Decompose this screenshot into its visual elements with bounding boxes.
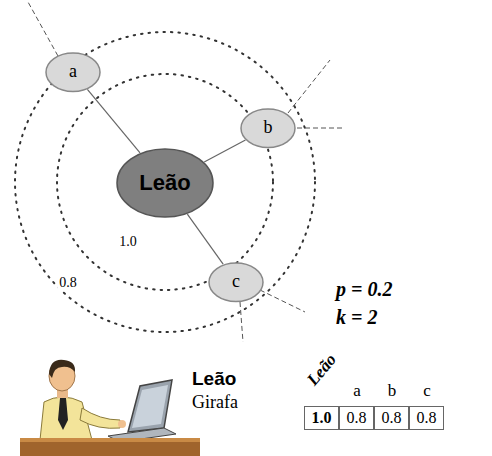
- table-header: Leão: [303, 350, 341, 390]
- neighbor-node: c: [208, 262, 264, 302]
- table-cell: 1.0: [304, 406, 339, 430]
- ellipse-shape: [241, 109, 295, 147]
- neighbor-node: a: [45, 52, 101, 92]
- table-cell: 0.8: [374, 406, 409, 430]
- dashed-link: [297, 128, 345, 129]
- desk-edge: [20, 438, 200, 442]
- dashed-link: [240, 302, 243, 342]
- laptop-display: [132, 385, 168, 428]
- link-line: [87, 89, 140, 153]
- parameter: k = 2: [336, 306, 377, 329]
- node-label: c: [232, 271, 240, 292]
- node-label: Leão: [139, 170, 190, 196]
- dashed-link: [260, 290, 305, 312]
- table-cell: 0.8: [339, 406, 374, 430]
- query-term: Leão: [192, 368, 236, 390]
- hand: [118, 420, 126, 428]
- table-header: c: [423, 381, 431, 401]
- similarity-ring-outer: [15, 32, 315, 332]
- parameter: p = 0.2: [336, 278, 392, 301]
- ring-value: 1.0: [117, 234, 139, 250]
- dashed-link: [288, 60, 330, 113]
- ellipse-shape: [117, 149, 213, 217]
- hair: [49, 360, 75, 378]
- table-header: b: [388, 381, 397, 401]
- desk: [20, 438, 200, 456]
- user-illustration: [20, 360, 200, 456]
- laptop-screen: [128, 380, 172, 432]
- link-line: [204, 140, 245, 162]
- table-header: a: [353, 381, 361, 401]
- arm: [80, 408, 120, 428]
- node-label: b: [264, 117, 273, 138]
- ellipse-shape: [46, 53, 100, 91]
- neighbor-node: b: [240, 108, 296, 148]
- ellipse-shape: [209, 263, 263, 301]
- table-cell: 0.8: [409, 406, 444, 430]
- node-label: a: [69, 61, 77, 82]
- query-term: Girafa: [192, 392, 238, 413]
- ring-value: 0.8: [57, 275, 79, 291]
- link-line: [187, 214, 223, 264]
- dashed-link: [28, 2, 58, 56]
- similarity-ring-inner: [57, 74, 273, 290]
- tie: [58, 398, 68, 430]
- central-node: Leão: [116, 148, 214, 218]
